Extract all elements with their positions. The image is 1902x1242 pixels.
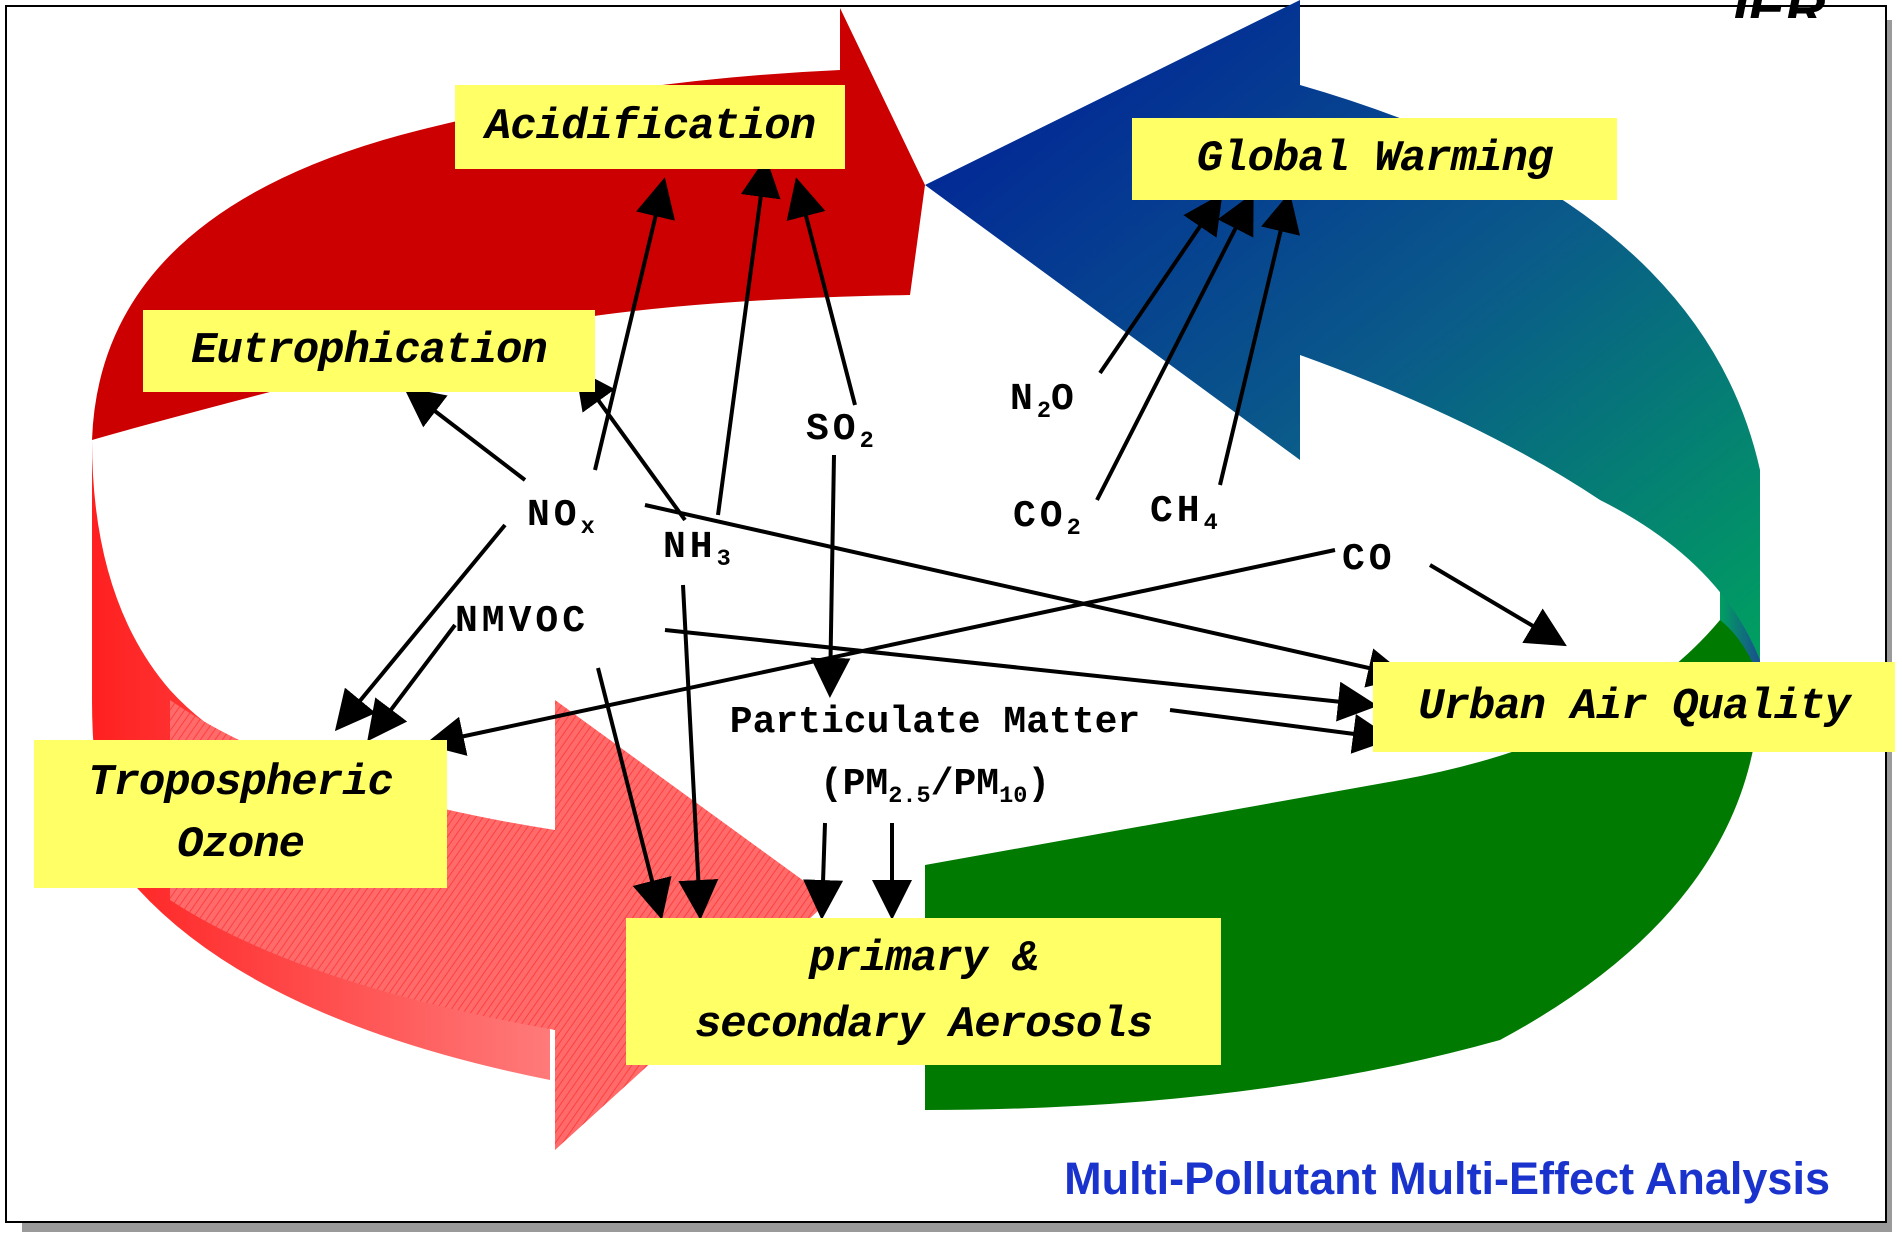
arrow-nox-ozone	[334, 523, 507, 732]
pm-line-1: Particulate Matter	[729, 701, 1141, 744]
pollutant-nmvoc: NMVOC	[455, 600, 590, 643]
arrow-nh3-eutrophication	[575, 368, 687, 522]
arrow-nmvoc-urban	[664, 628, 1378, 722]
effect-global-warming: Global Warming	[1132, 118, 1617, 200]
effect-urban-air-quality: Urban Air Quality	[1373, 662, 1895, 752]
arrow-nox-urban	[644, 503, 1408, 688]
aerosols-line-1: primary &	[809, 933, 1039, 984]
arrow-pm-aerosols-1	[803, 822, 844, 920]
arrow-nh3-acidification	[716, 157, 781, 516]
arrow-nmvoc-aerosols	[596, 667, 672, 920]
pollutant-co2: CO2	[1013, 495, 1081, 543]
effect-acidification: Acidification	[455, 85, 845, 169]
arrow-nmvoc-ozone	[367, 623, 457, 742]
arrow-so2-acidification	[786, 177, 857, 406]
arrow-co2-globalwarming	[1095, 192, 1254, 501]
arrow-n2o-globalwarming	[1098, 193, 1223, 375]
pollutant-effect-arrows	[334, 157, 1567, 920]
arrow-ch4-globalwarming	[1218, 192, 1301, 486]
logo: IER	[1732, 0, 1892, 18]
arrow-nh3-aerosols	[678, 584, 719, 920]
line-so2-down	[810, 454, 851, 698]
pollutant-nh3: NH3	[663, 526, 731, 574]
aerosols-line-2: secondary Aerosols	[694, 999, 1153, 1050]
effect-aerosols: primary & secondary Aerosols	[626, 918, 1221, 1065]
arrow-nox-acidification	[593, 177, 676, 471]
pollutant-co: CO	[1342, 538, 1396, 581]
arrow-pm-urban	[1169, 708, 1393, 754]
ozone-line-1: Tropospheric	[88, 758, 394, 808]
pollutant-particulate-matter: Particulate Matter (PM2.5/PM10)	[720, 692, 1150, 828]
arrow-nox-eutrophication	[403, 387, 527, 482]
pm-line-2: (PM2.5/PM10)	[819, 763, 1051, 811]
arrow-co-ozone	[424, 548, 1336, 756]
pollutant-nox: NOx	[527, 494, 595, 542]
ozone-line-2: Ozone	[176, 820, 305, 870]
arrow-co-urban	[1428, 563, 1567, 647]
effect-eutrophication: Eutrophication	[143, 310, 595, 392]
effect-tropospheric-ozone: Tropospheric Ozone	[34, 740, 447, 888]
pollutant-ch4: CH4	[1150, 490, 1218, 538]
pollutant-so2: SO2	[806, 408, 874, 456]
diagram-caption: Multi-Pollutant Multi-Effect Analysis	[1064, 1153, 1830, 1204]
pollutant-n2o: N2O	[1010, 378, 1078, 426]
